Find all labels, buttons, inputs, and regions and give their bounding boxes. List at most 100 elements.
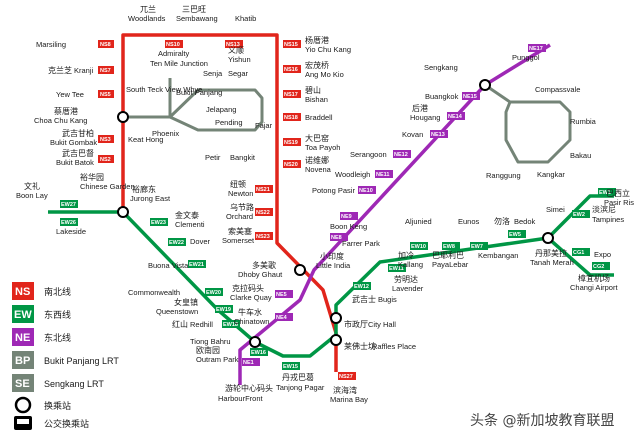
label-kranji[interactable]: Kranji (74, 66, 94, 75)
interchange-outram-park[interactable] (249, 336, 261, 348)
label-expo[interactable]: Expo (594, 250, 611, 259)
label-dover[interactable]: Dover (190, 237, 211, 246)
label-pasirris[interactable]: Pasir Ris (604, 198, 634, 207)
label-kovan[interactable]: Kovan (402, 130, 423, 139)
label-chinatown[interactable]: Chinatown (234, 317, 269, 326)
label-redhill[interactable]: Redhill (190, 320, 213, 329)
label-tenmile[interactable]: Ten Mile Junction (150, 59, 208, 68)
label-bukitbatok-cn[interactable]: 武吉巴督 (62, 148, 94, 158)
label-marinabay-cn[interactable]: 滨海湾 (333, 385, 357, 395)
label-jelapang[interactable]: Jelapang (206, 105, 236, 114)
label-bukitgombak-cn[interactable]: 武吉甘柏 (62, 128, 94, 138)
label-buonavista[interactable]: Buona Vista (148, 261, 189, 270)
interchange-jurong-east[interactable] (117, 206, 129, 218)
label-bishan[interactable]: Bishan (305, 95, 328, 104)
label-orchard[interactable]: Orchard (226, 212, 253, 221)
label-clarkequay-cn[interactable]: 克拉码头 (232, 283, 264, 293)
label-yishun[interactable]: Yishun (228, 55, 251, 64)
label-ranggung[interactable]: Ranggung (486, 171, 521, 180)
label-queenstown-cn[interactable]: 女皇镇 (174, 297, 198, 307)
interchange-choa-chu-kang[interactable] (117, 111, 129, 123)
label-changi-cn[interactable]: 樟宜机场 (578, 273, 610, 283)
label-outrampark-cn[interactable]: 欧南园 (196, 345, 220, 355)
label-marinabay[interactable]: Marina Bay (330, 395, 368, 404)
label-novena[interactable]: Novena (305, 165, 332, 174)
label-admiralty[interactable]: Admiralty (158, 49, 190, 58)
label-bishan-cn[interactable]: 碧山 (305, 85, 321, 95)
label-sengkang[interactable]: Sengkang (424, 63, 458, 72)
label-bukitbatok[interactable]: Bukit Batok (56, 158, 94, 167)
label-rumbia[interactable]: Rumbia (570, 117, 597, 126)
label-toapayoh[interactable]: Toa Payoh (305, 143, 340, 152)
label-newton[interactable]: Newton (228, 189, 253, 198)
label-potongpasir[interactable]: Potong Pasir (312, 186, 355, 195)
label-bedok-cn[interactable]: 勿洛 (494, 216, 510, 226)
label-yiochukang[interactable]: Yio Chu Kang (305, 45, 351, 54)
label-hougang[interactable]: Hougang (410, 113, 440, 122)
label-boonlay[interactable]: Boon Lay (16, 191, 48, 200)
label-pending[interactable]: Pending (215, 118, 243, 127)
label-queenstown[interactable]: Queenstown (156, 307, 198, 316)
label-pasirris-cn[interactable]: 巴西立 (606, 188, 630, 198)
label-punggol[interactable]: Punggol (512, 53, 540, 62)
label-somerset[interactable]: Somerset (222, 236, 255, 245)
label-fajar[interactable]: Fajar (255, 121, 273, 130)
label-segar[interactable]: Segar (228, 69, 249, 78)
label-clarkequay[interactable]: Clarke Quay (230, 293, 272, 302)
label-hougang-cn[interactable]: 后港 (412, 103, 428, 113)
label-cityhall-cn[interactable]: 市政厅 (344, 319, 368, 329)
label-tanahmerah[interactable]: Tanah Merah (530, 258, 574, 267)
interchange-dhoby-ghaut[interactable] (294, 264, 306, 276)
label-woodlands-cn[interactable]: 兀兰 (140, 4, 156, 14)
label-somerset-cn[interactable]: 索美塞 (228, 226, 252, 236)
label-marsiling[interactable]: Marsiling (36, 40, 66, 49)
label-woodlands[interactable]: Woodlands (128, 14, 166, 23)
label-newton-cn[interactable]: 纽顿 (230, 179, 246, 189)
label-khatib[interactable]: Khatib (235, 14, 256, 23)
label-kallang-cn[interactable]: 加冷 (398, 250, 414, 260)
label-outrampark[interactable]: Outram Park (196, 355, 239, 364)
label-clementi-cn[interactable]: 金文泰 (175, 210, 199, 220)
label-petir[interactable]: Petir (205, 153, 221, 162)
label-yewtee[interactable]: Yew Tee (56, 90, 84, 99)
label-tanjongpagar-cn[interactable]: 丹戎巴葛 (282, 372, 314, 382)
label-dhobyghaut[interactable]: Dhoby Ghaut (238, 270, 283, 279)
label-boonlay-cn[interactable]: 文礼 (24, 181, 40, 191)
label-bakau[interactable]: Bakau (570, 151, 591, 160)
label-bukitpanjang[interactable]: Bukit Panjang (176, 88, 222, 97)
interchange-city-hall[interactable] (330, 312, 342, 324)
label-bugis-cn[interactable]: 武吉士 (352, 294, 376, 304)
label-cityhall[interactable]: City Hall (368, 320, 396, 329)
label-chinesegarden[interactable]: Chinese Garden (80, 182, 135, 191)
label-jurongeast[interactable]: Jurong East (130, 194, 171, 203)
label-toapayoh-cn[interactable]: 大巴窑 (305, 133, 329, 143)
label-eunos[interactable]: Eunos (458, 217, 480, 226)
label-woodleigh[interactable]: Woodleigh (335, 170, 370, 179)
label-tiongbahru[interactable]: Tiong Bahru (190, 337, 231, 346)
label-choachukang-cn[interactable]: 蔡厝港 (54, 106, 78, 116)
label-littleindia-cn[interactable]: 小印度 (320, 251, 344, 261)
label-lavender[interactable]: Lavender (392, 284, 424, 293)
label-farrerpark[interactable]: Farrer Park (342, 239, 380, 248)
label-keathong[interactable]: Keat Hong (128, 135, 163, 144)
label-buangkok[interactable]: Buangkok (425, 92, 459, 101)
label-lavender-cn[interactable]: 劳明达 (394, 274, 418, 284)
label-redhill-cn[interactable]: 红山 (172, 319, 188, 329)
label-angmokio[interactable]: Ang Mo Kio (305, 70, 344, 79)
label-sembawang-cn[interactable]: 三巴旺 (182, 5, 206, 14)
interchange-sengkang[interactable] (479, 79, 491, 91)
label-commonwealth[interactable]: Commonwealth (128, 288, 180, 297)
label-kranji-cn[interactable]: 克兰芝 (48, 65, 72, 75)
label-senja[interactable]: Senja (203, 69, 223, 78)
label-harbourfront-cn[interactable]: 游轮中心码头 (225, 383, 273, 393)
label-tampines[interactable]: Tampines (592, 215, 624, 224)
label-chinatown-cn[interactable]: 牛车水 (238, 307, 262, 317)
label-yiochukang-cn[interactable]: 杨厝港 (305, 35, 329, 45)
label-chinesegarden-cn[interactable]: 裕华园 (80, 172, 104, 182)
interchange-raffles-place[interactable] (330, 334, 342, 346)
label-kangkar[interactable]: Kangkar (537, 170, 565, 179)
interchange-tanah-merah[interactable] (542, 232, 554, 244)
label-bangkit[interactable]: Bangkit (230, 153, 256, 162)
label-orchard-cn[interactable]: 乌节路 (230, 202, 254, 212)
label-sembawang[interactable]: Sembawang (176, 14, 218, 23)
